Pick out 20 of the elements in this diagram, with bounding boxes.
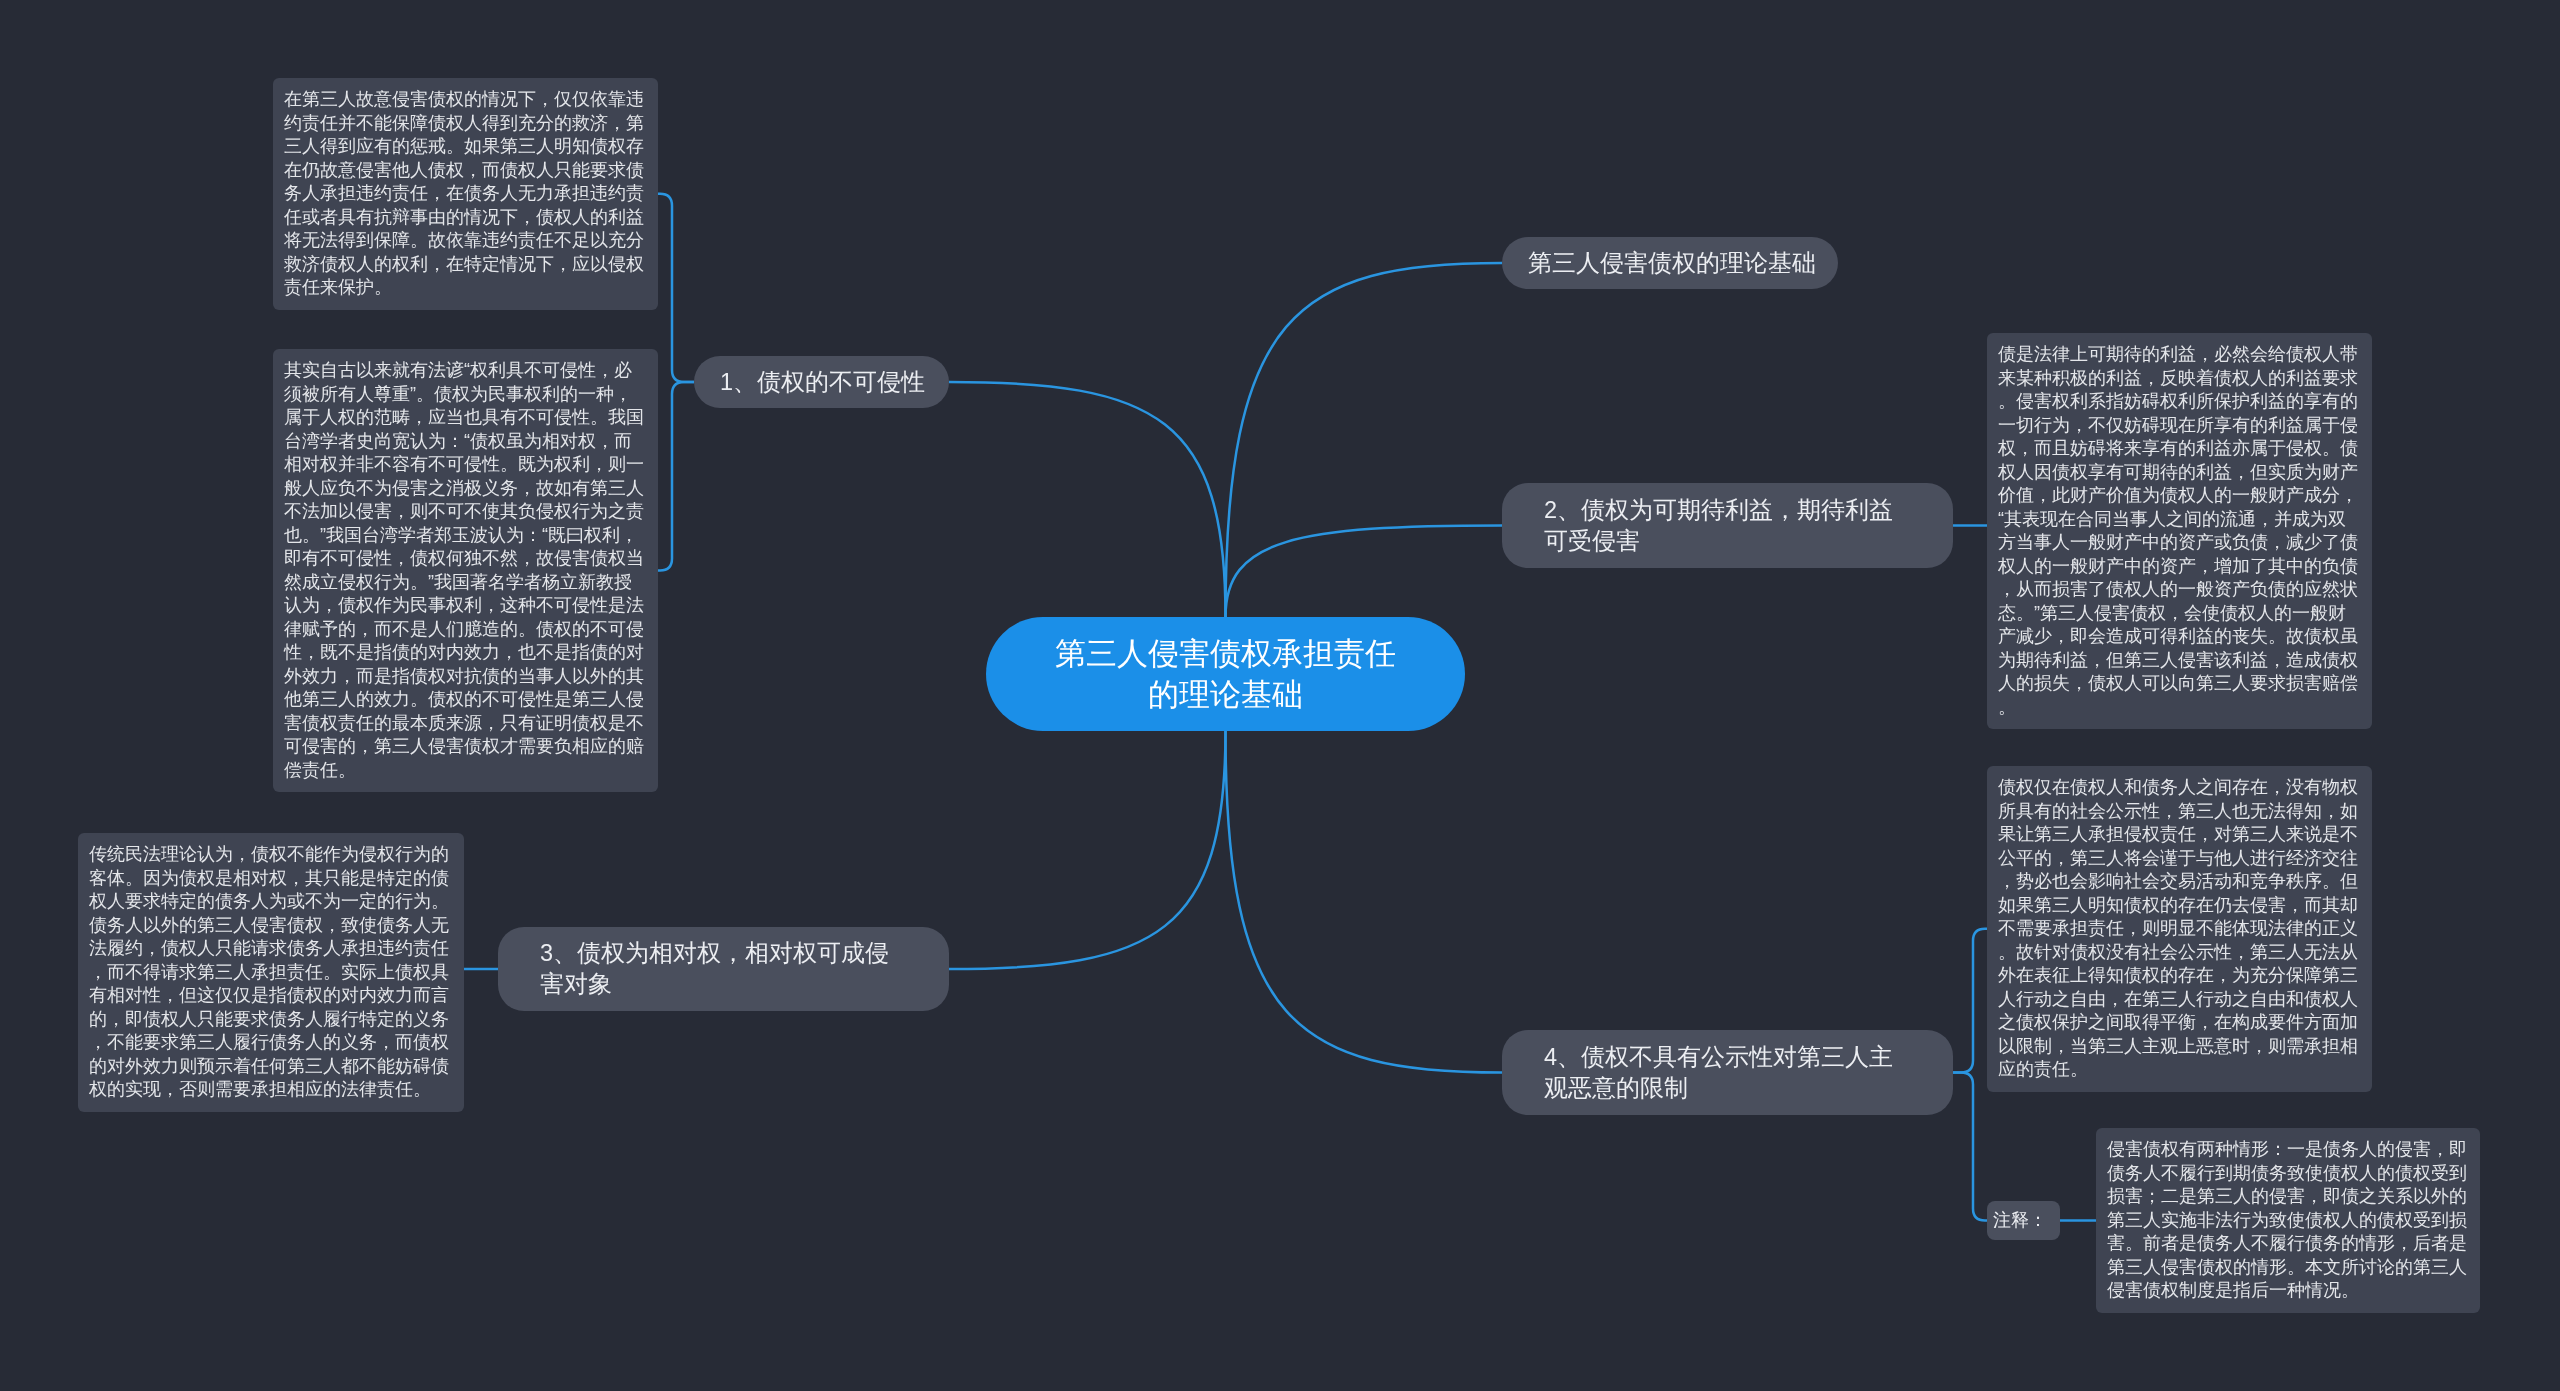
connector-line [2060, 1219, 2096, 1222]
connector-line [1953, 1071, 1987, 1222]
central-topic: 第三人侵害债权承担责任的理论基础 [986, 617, 1465, 731]
note-card: 其实自古以来就有法谚“权利具不可侵性，必须被所有人尊重”。债权为民事权利的一种，属于人权的范畴，应当也具有不可侵性。我国台湾学者史尚宽认为：“债权虽为相对权，而相对权并非不容有不可侵性。既为权利，则一般人应负不为侵害之消极义务，故如有第三人不法加以侵害，则不可不使其负侵权行为之责也。”我国台湾学者郑玉波认为：“既曰权利，即有不可侵性，债权何独不然，故侵害债权当然成立侵权行为。”我国著名学者杨立新教授认为，债权作为民事权利，这种不可侵性是法律赋予的，而不是人们臆造的。债权的不可侵性，既不是指债的对内效力，也不是指债的对外效力，而是指债权对抗债的当事人以外的其他第三人的效力。债权的不可侵性是第三人侵害债权责任的最本质来源，只有证明债权是不可侵害的，第三人侵害债权才需要负相应的赔偿责任。 [273, 349, 658, 792]
note-card: 传统民法理论认为，债权不能作为侵权行为的客体。因为债权是相对权，其只能是特定的债权人要求特定的债务人为或不为一定的行为。债务人以外的第三人侵害债权，致使债务人无法履约，债权人只能请求债务人承担违约责任，而不得请求第三人承担责任。实际上债权具有相对性，但这仅仅是指债权的对内效力而言的，即债权人只能要求债务人履行特定的义务，不能要求第三人履行债务人的义务，而债权的对外效力则预示着任何第三人都不能妨碍债权的实现，否则需要承担相应的法律责任。 [78, 833, 464, 1112]
topic-pill: 2、债权为可期待利益，期待利益可受侵害 [1502, 483, 1953, 568]
note-card: 侵害债权有两种情形：一是债务人的侵害，即债务人不履行到期债务致使债权人的债权受到损害；二是第三人的侵害，即债之关系以外的第三人实施非法行为致使债权人的债权受到损害。前者是债务人不履行债务的情形，后者是第三人侵害债权的情形。本文所讨论的第三人侵害债权制度是指后一种情况。 [2096, 1128, 2480, 1313]
topic-pill: 4、债权不具有公示性对第三人主观恶意的限制 [1502, 1030, 1953, 1115]
note-card: 在第三人故意侵害债权的情况下，仅仅依靠违约责任并不能保障债权人得到充分的救济，第三人得到应有的惩戒。如果第三人明知债权存在仍故意侵害他人债权，而债权人只能要求债务人承担违约责任，在债务人无力承担违约责任或者具有抗辩事由的情况下，债权人的利益将无法得到保障。故依靠违约责任不足以充分救济债权人的权利，在特定情况下，应以侵权责任来保护。 [273, 78, 658, 310]
connector-line [1953, 524, 1987, 527]
note-card: 债是法律上可期待的利益，必然会给债权人带来某种积极的利益，反映着债权人的利益要求。侵害权利系指妨碍权利所保护利益的享有的一切行为，不仅妨碍现在所享有的利益属于侵权，而且妨碍将来享有的利益亦属于侵权。债权人因债权享有可期待的利益，但实质为财产价值，此财产价值为债权人的一般财产成分，“其表现在合同当事人之间的流通，并成为双方当事人一般财产中的资产或负债，减少了债权人的一般财产中的资产，增加了其中的负债，从而损害了债权人的一般资产负债的应然状态。”第三人侵害债权，会使债权人的一般财产减少，即会造成可得利益的丧失。故债权虽为期待利益，但第三人侵害该利益，造成债权人的损失，债权人可以向第三人要求损害赔偿。 [1987, 333, 2372, 729]
topic-pill: 1、债权的不可侵性 [694, 356, 949, 408]
connector-line [464, 967, 498, 971]
note-tag: 注释： [1987, 1201, 2060, 1240]
topic-pill: 第三人侵害债权的理论基础 [1502, 237, 1838, 289]
topic-pill: 3、债权为相对权，相对权可成侵害对象 [498, 927, 949, 1011]
connector-line [1224, 730, 1503, 1074]
connector-line [658, 380, 694, 572]
connector-line [1224, 524, 1502, 618]
note-card: 债权仅在债权人和债务人之间存在，没有物权所具有的社会公示性，第三人也无法得知，如果让第三人承担侵权责任，对第三人来说是不公平的，第三人将会谨于与他人进行经济交往，势必也会影响社会交易活动和竞争秩序。但如果第三人明知债权的存在仍去侵害，而其却不需要承担责任，则明显不能体现法律的正义。故针对债权没有社会公示性，第三人无法从外在表征上得知债权的存在，为充分保障第三人行动之自由，在第三人行动之自由和债权人之债权保护之间取得平衡，在构成要件方面加以限制，当第三人主观上恶意时，则需承担相应的责任。 [1987, 766, 2372, 1092]
